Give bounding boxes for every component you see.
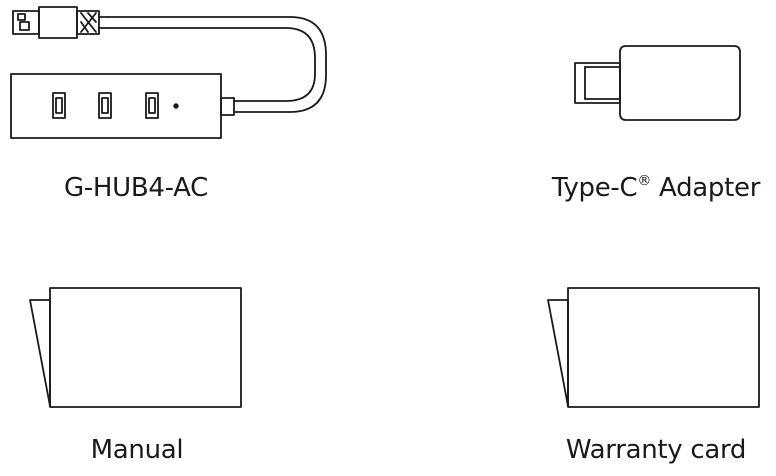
manual-illustration	[29, 287, 242, 408]
adapter-label: Type-C® Adapter	[552, 173, 760, 203]
usb-port	[98, 92, 112, 119]
type-c-adapter-illustration	[574, 45, 741, 121]
warranty-label: Warranty card	[565, 435, 747, 465]
usb-port	[52, 92, 66, 119]
hub-body	[10, 73, 222, 139]
hub-label: G-HUB4-AC	[63, 173, 209, 203]
adapter-label-tail: Adapter	[651, 173, 761, 203]
usb-hub-illustration	[10, 6, 327, 139]
manual-label: Manual	[90, 435, 184, 465]
usb-port	[145, 92, 159, 119]
usb-cable	[107, 16, 327, 113]
registered-mark: ®	[637, 173, 652, 189]
led-indicator	[173, 103, 179, 109]
usb-a-plug	[12, 6, 109, 39]
usb-cable-inner	[107, 27, 316, 102]
adapter-label-main: Type-C	[551, 173, 638, 203]
warranty-card-illustration	[547, 287, 760, 408]
